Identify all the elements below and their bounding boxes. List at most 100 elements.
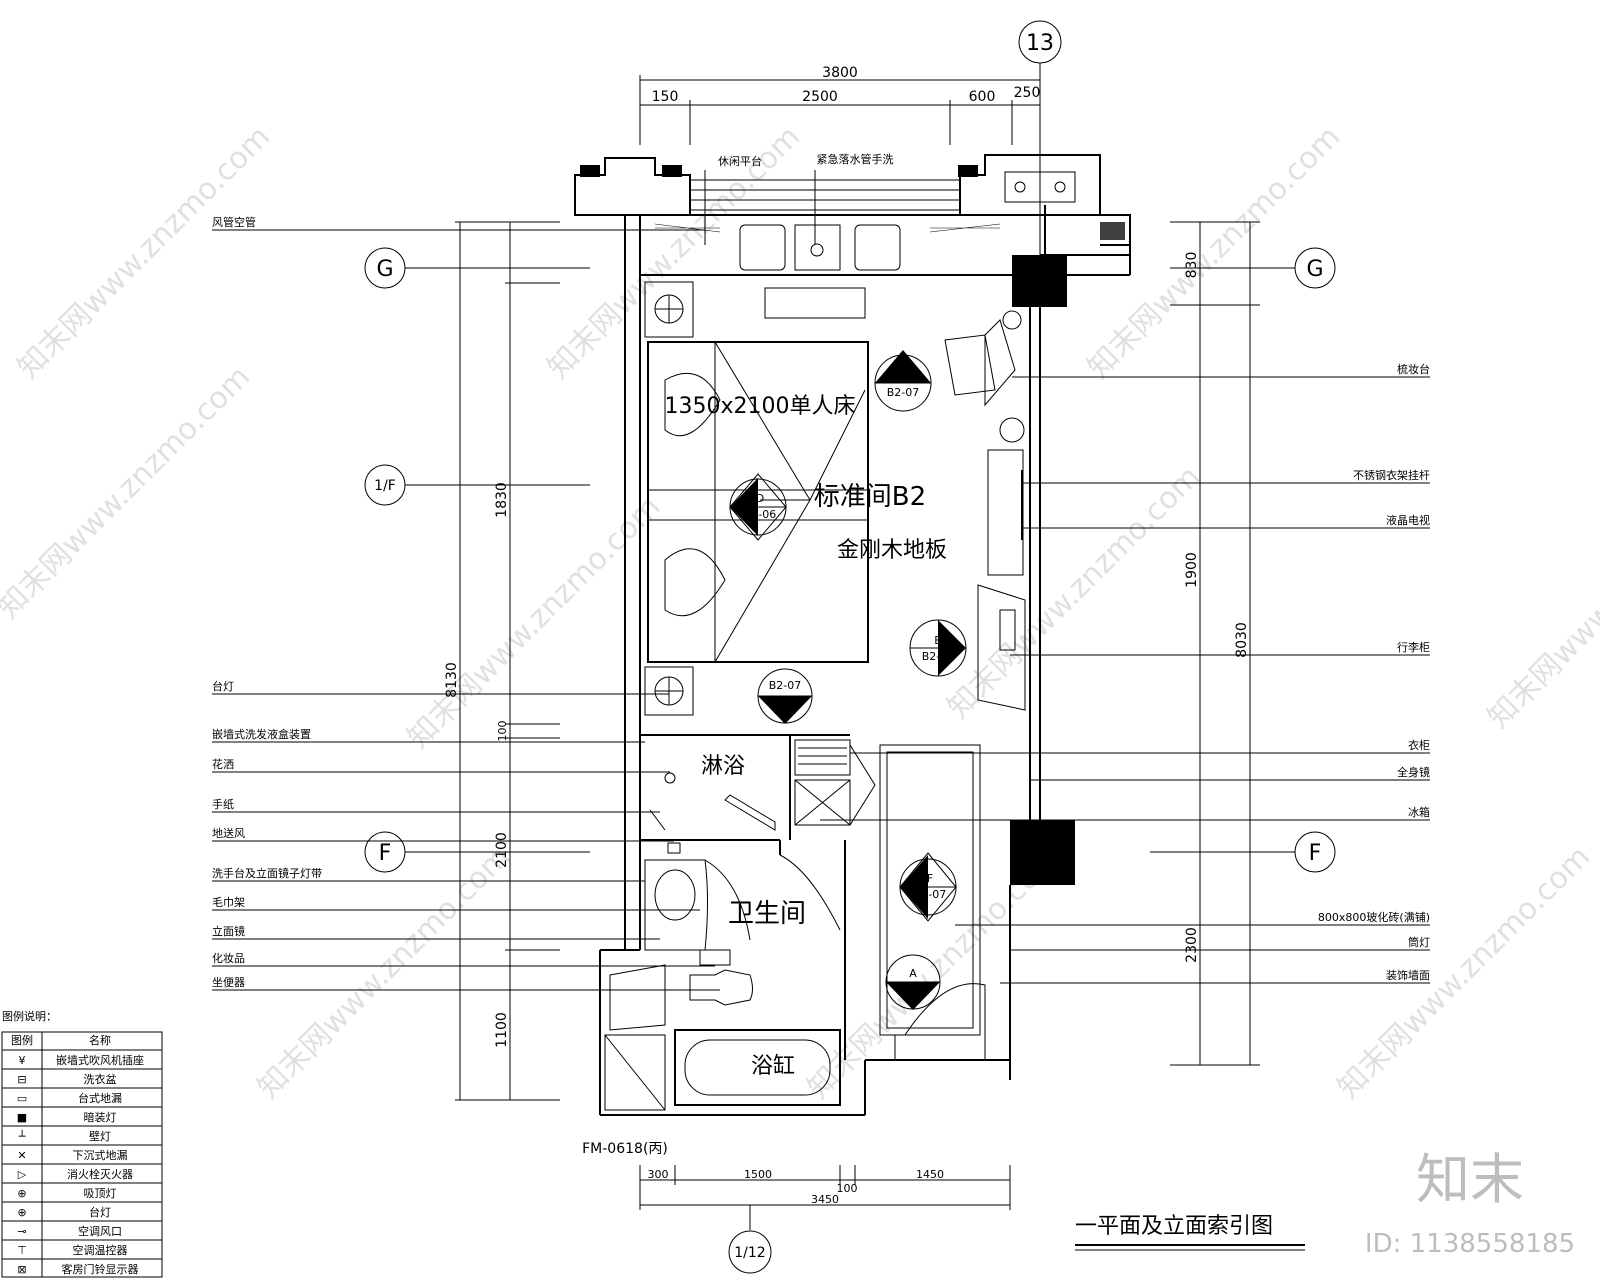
grid-label-left: G (376, 257, 393, 282)
nightstand-bottom (644, 666, 694, 716)
legend-name: 台式地漏 (78, 1091, 122, 1105)
legend-symbol: ■ (17, 1111, 27, 1124)
legend-symbol: ⊤ (17, 1244, 27, 1257)
callout-right: 筒灯 (1408, 935, 1430, 949)
shower-label: 淋浴 (701, 754, 745, 779)
marker-code: B2-07 (769, 679, 802, 692)
dim-left: 2100 (494, 832, 510, 868)
marker-code: B2-05 (922, 650, 955, 663)
marker-code: B2-07 (914, 888, 947, 901)
callout-right: 液晶电视 (1386, 513, 1430, 527)
callout-right: 全身镜 (1397, 765, 1430, 779)
dim-top: 250 (1014, 85, 1041, 101)
dim-bottom-total: 3450 (811, 1193, 839, 1206)
chair (944, 334, 996, 396)
wardrobe-area (794, 739, 986, 1060)
grid-label-right: G (1306, 257, 1323, 282)
dim-bottom: 100 (837, 1182, 858, 1195)
legend: 图例说明： 图例 名称 ¥嵌墙式吹风机插座⊟洗衣盆▭台式地漏■暗装灯┴壁灯✕下沉… (1, 1009, 163, 1278)
dim-bottom: 1450 (916, 1168, 944, 1181)
brand: 知末 ID: 1138558185 (1365, 1148, 1575, 1259)
dim-top: 150 (652, 89, 679, 105)
drawing-title: 一平面及立面索引图 (1075, 1214, 1305, 1251)
callout-right: 冰箱 (1408, 805, 1430, 819)
balcony: 休闲平台 紧急落水管手洗 (574, 152, 1131, 307)
dim-right-total: 8030 (1234, 622, 1250, 658)
top-dimensions: 3800 150 2500 600 250 (639, 65, 1041, 145)
corridor-rug (879, 744, 981, 1036)
legend-symbol: ⊟ (17, 1073, 26, 1086)
index-marker-d: D B2-06 (729, 473, 787, 541)
room-walls (599, 215, 1075, 1116)
marker-letter: F (927, 872, 933, 885)
luggage-rack (977, 584, 1026, 711)
marker-letter: C (899, 368, 907, 381)
marker-code: B2-06 (744, 508, 777, 521)
drawing-title-text: 一平面及立面索引图 (1075, 1214, 1273, 1239)
marker-letter: E (782, 697, 789, 710)
right-grid: G F 830 1900 2300 8030 (1150, 221, 1336, 1066)
legend-name: 嵌墙式吹风机插座 (56, 1053, 144, 1067)
index-marker-e: B2-07 E (757, 668, 813, 724)
legend-name: 台灯 (89, 1205, 111, 1219)
legend-name: 客房门铃显示器 (62, 1262, 139, 1276)
bathroom-label: 卫生间 (728, 899, 806, 929)
legend-name: 空调风口 (78, 1224, 122, 1238)
legend-symbol: ⊠ (17, 1263, 26, 1276)
legend-title: 图例说明： (2, 1009, 57, 1023)
dim-bottom: 300 (648, 1168, 669, 1181)
watermark-text: 知末网www.znzmo.com (541, 119, 807, 385)
callout-left: 台灯 (212, 679, 234, 693)
dim-bottom: 1500 (744, 1168, 772, 1181)
index-markers: C B2-07 D B2-06 B B2-05 B2-07 E (729, 350, 967, 1010)
callout-right: 800x800玻化砖(满铺) (1318, 910, 1430, 924)
bed (647, 341, 869, 663)
callout-right: 衣柜 (1408, 738, 1430, 752)
legend-name: 壁灯 (89, 1129, 111, 1143)
legend-name: 空调温控器 (73, 1243, 128, 1257)
dim-right: 830 (1184, 252, 1200, 279)
callout-left: 洗手台及立面镜子灯带 (212, 866, 322, 880)
callout-left: 嵌墙式洗发液盒装置 (212, 727, 311, 741)
label-drain: 紧急落水管手洗 (817, 152, 894, 166)
grid-label-right: F (1309, 841, 1322, 866)
legend-symbol: ⊕ (17, 1187, 26, 1200)
label-balcony: 休闲平台 (718, 154, 762, 168)
dim-left: 100 (496, 721, 509, 742)
top-grid: 13 (1018, 20, 1062, 255)
index-marker-b: B B2-05 (909, 619, 967, 677)
right-callouts: 梳妆台 不锈钢衣架挂杆 液晶电视 行李柜 衣柜 全身镜 冰箱 800x800玻化… (820, 362, 1430, 984)
grid-label-left: F (379, 841, 392, 866)
callout-left: 地送风 (212, 826, 245, 840)
left-grid: G 1/F F 8130 1830 100 2100 1100 (364, 221, 590, 1101)
legend-name: 吸顶灯 (84, 1187, 117, 1200)
bed-label: 1350x2100单人床 (665, 394, 856, 419)
legend-header: 名称 (89, 1033, 111, 1047)
grid-label-left: 1/F (374, 478, 396, 494)
grid-label-bottom: 1/12 (734, 1245, 765, 1261)
watermark-text: 知末网www.znzmo.com (11, 119, 277, 385)
marker-code: B2-01 (897, 983, 930, 996)
dim-left: 1830 (494, 482, 510, 518)
bathroom: 淋浴 卫生间 浴缸 FM-0618(丙) (582, 754, 841, 1157)
vanity (644, 859, 708, 951)
bottom-grid: 1/12 (728, 1205, 772, 1274)
callout-left: 花洒 (212, 758, 234, 771)
dim-left: 1100 (494, 1012, 510, 1048)
callout-left: 立面镜 (212, 924, 245, 938)
marker-letter: A (909, 967, 917, 980)
watermark-text: 知末网www.znzmo.com (0, 359, 257, 625)
dim-left-total: 8130 (444, 662, 460, 698)
callout-left: 化妆品 (212, 951, 245, 965)
dim-top: 600 (969, 89, 996, 105)
nightstand-top (644, 281, 694, 338)
watermark-text: 知末网www.znzmo.com (401, 489, 667, 755)
room-name: 标准间B2 (814, 482, 926, 512)
legend-symbol: ⊕ (17, 1206, 26, 1219)
bottom-dimensions: 300 1500 100 1450 3450 (639, 1165, 1011, 1210)
dim-right: 1900 (1184, 552, 1200, 588)
bathtub (674, 1029, 841, 1106)
marker-letter: D (756, 492, 764, 505)
